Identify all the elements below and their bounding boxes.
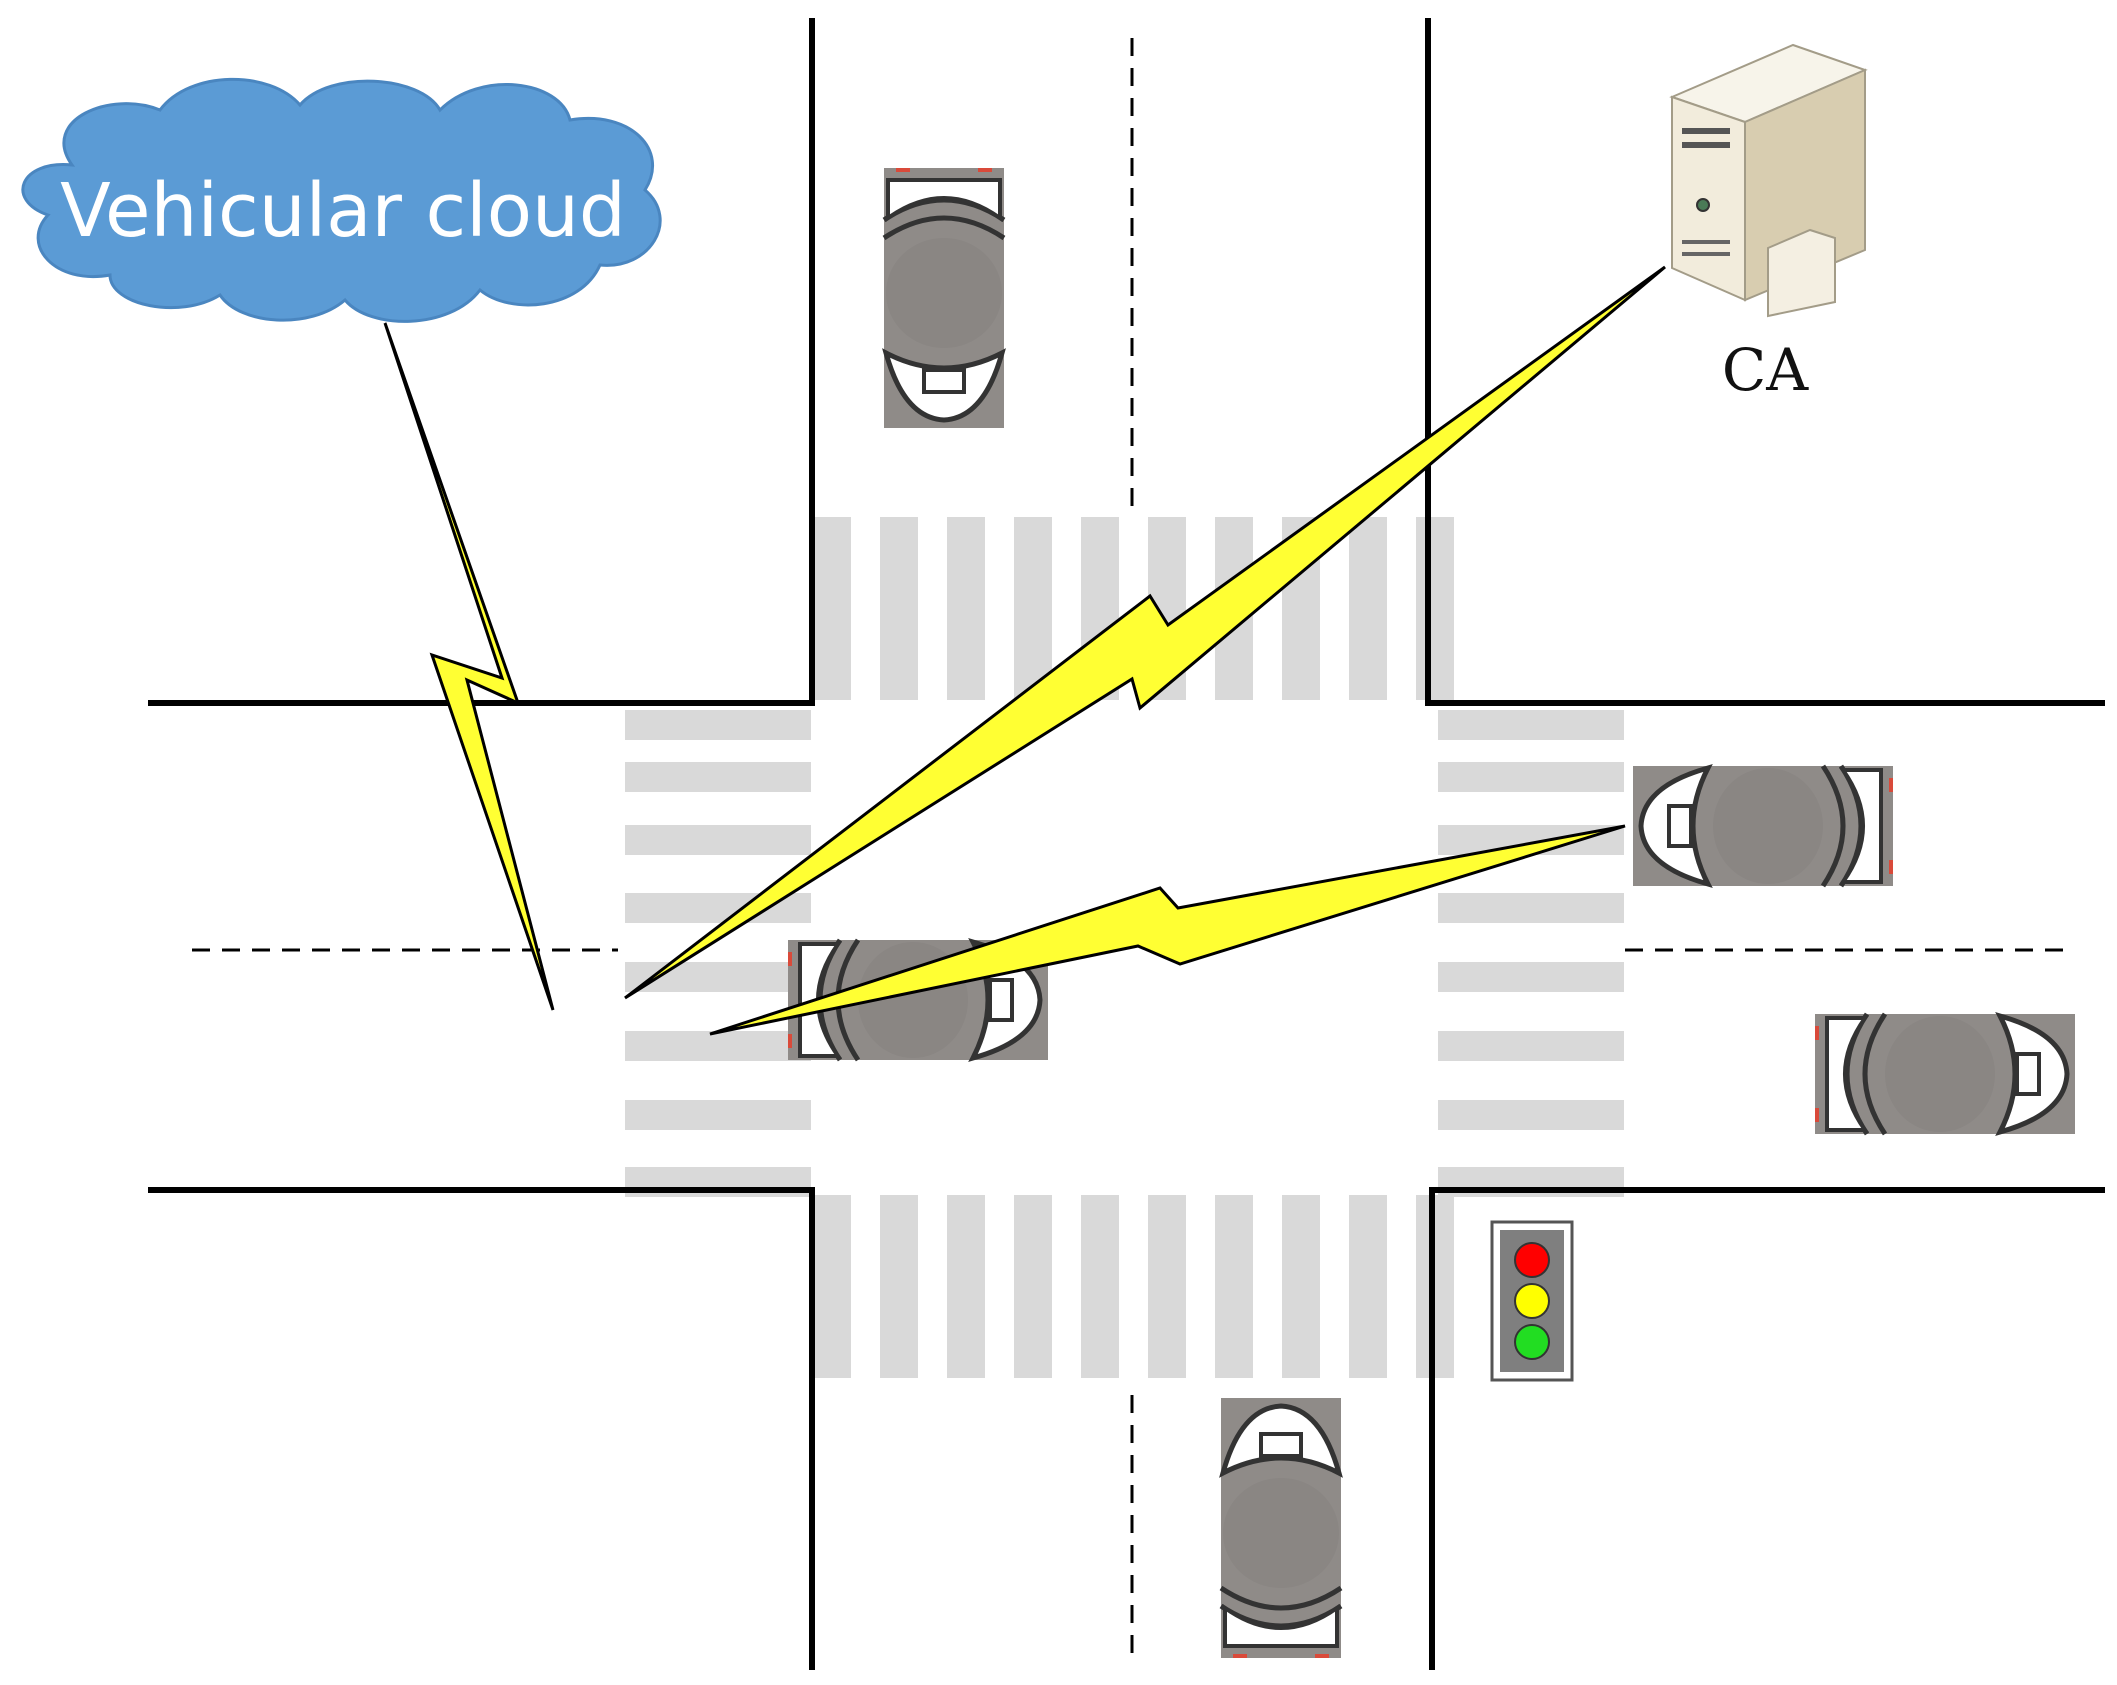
yellow-light — [1514, 1283, 1550, 1319]
crosswalk-west — [625, 710, 811, 1197]
vehicular-cloud: Vehicular cloud — [21, 77, 662, 323]
red-light — [1514, 1242, 1550, 1278]
cloud-label: Vehicular cloud — [60, 168, 626, 254]
link-cloud-vehicle — [383, 322, 555, 1011]
crosswalk-east — [1438, 710, 1624, 1197]
link-vehicle-vehicle — [709, 824, 1626, 1036]
ca-server: CA — [1669, 43, 1868, 404]
ca-label: CA — [1722, 336, 1809, 404]
road-edges — [148, 18, 2105, 1670]
vehicle-north — [884, 168, 1004, 428]
wireless-links — [383, 265, 1666, 1036]
crosswalk-south — [813, 1195, 1454, 1378]
traffic-light — [1490, 1220, 1574, 1382]
green-light — [1514, 1324, 1550, 1360]
link-ca-vehicle — [624, 265, 1666, 1000]
vehicle-east-upper — [1633, 766, 1893, 886]
vehicle-south — [1221, 1398, 1341, 1658]
vehicle-east-lower — [1815, 1014, 2075, 1134]
lane-dividers — [192, 38, 2068, 1665]
